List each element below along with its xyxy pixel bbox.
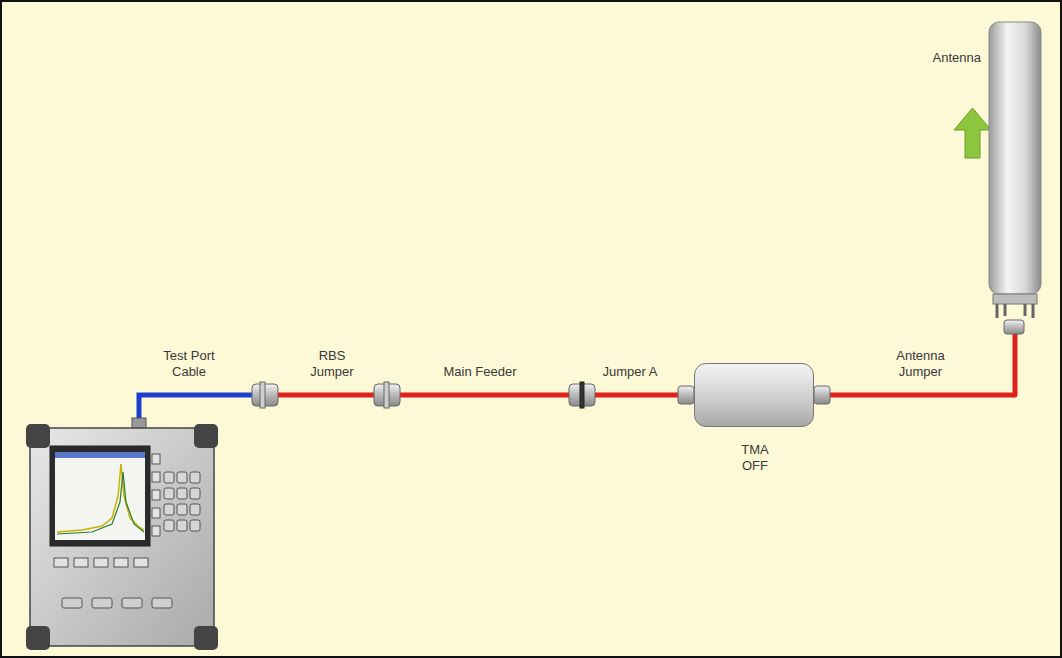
cable-connector <box>678 386 694 404</box>
keypad <box>164 472 200 531</box>
cable-label: Jumper A <box>600 364 660 380</box>
keypad <box>177 504 187 515</box>
menu-keys <box>94 558 108 567</box>
soft-keys <box>152 454 160 464</box>
spectrum-analyzer <box>57 472 144 534</box>
soft-keys <box>152 526 160 536</box>
spectrum-analyzer <box>194 626 218 650</box>
soft-keys <box>152 454 160 536</box>
menu-keys <box>114 558 128 567</box>
keypad <box>164 488 174 499</box>
antenna-base <box>993 294 1037 304</box>
spectrum-analyzer <box>55 452 145 540</box>
spectrum-analyzer <box>57 464 144 532</box>
menu-keys <box>74 558 88 567</box>
cable-label: Antenna Jumper <box>888 348 954 380</box>
keypad <box>177 472 187 483</box>
keypad <box>190 504 200 515</box>
soft-keys <box>152 490 160 500</box>
tma-box: TMA OFF <box>694 363 814 427</box>
spectrum-analyzer <box>26 626 50 650</box>
keypad <box>190 520 200 531</box>
menu-keys <box>54 558 68 567</box>
direction-arrow <box>954 108 991 158</box>
antenna-label: Antenna <box>933 50 981 66</box>
cable-connector <box>252 320 1024 408</box>
antenna-jumper-cable <box>814 320 1015 395</box>
menu-keys <box>134 558 148 567</box>
red-cable <box>264 393 694 398</box>
keypad <box>164 520 174 531</box>
cable-connector <box>814 386 830 404</box>
cable-label: Test Port Cable <box>156 348 222 380</box>
antenna-radome <box>989 22 1041 294</box>
cable-label: RBS Jumper <box>302 348 362 380</box>
test-port-cable <box>139 395 260 426</box>
antenna-outline <box>987 20 1043 320</box>
keypad <box>164 472 174 483</box>
antenna-body: Antenna <box>987 20 1043 320</box>
spectrum-analyzer <box>26 418 218 650</box>
menu-keys <box>122 598 142 608</box>
menu-keys <box>54 558 172 608</box>
spectrum-analyzer <box>30 428 214 646</box>
spectrum-analyzer <box>50 446 150 546</box>
menu-keys <box>152 598 172 608</box>
menu-keys <box>92 598 112 608</box>
keypad <box>177 488 187 499</box>
direction-arrow <box>954 108 991 158</box>
soft-keys <box>152 472 160 482</box>
soft-keys <box>152 508 160 518</box>
keypad <box>190 488 200 499</box>
cable-connector <box>580 382 584 408</box>
keypad <box>164 504 174 515</box>
red-cable <box>264 395 694 396</box>
cable-connector <box>1004 320 1024 334</box>
spectrum-analyzer <box>55 452 145 458</box>
cable-connector <box>384 382 389 408</box>
keypad <box>177 520 187 531</box>
component-label: TMA OFF <box>733 442 777 474</box>
cable-connector <box>260 382 265 408</box>
test-port-cable <box>139 395 260 426</box>
antenna-bracket <box>997 304 1033 318</box>
spectrum-analyzer <box>26 424 50 448</box>
spectrum-analyzer <box>194 424 218 448</box>
cable-label: Main Feeder <box>425 364 535 380</box>
menu-keys <box>62 598 82 608</box>
keypad <box>190 472 200 483</box>
